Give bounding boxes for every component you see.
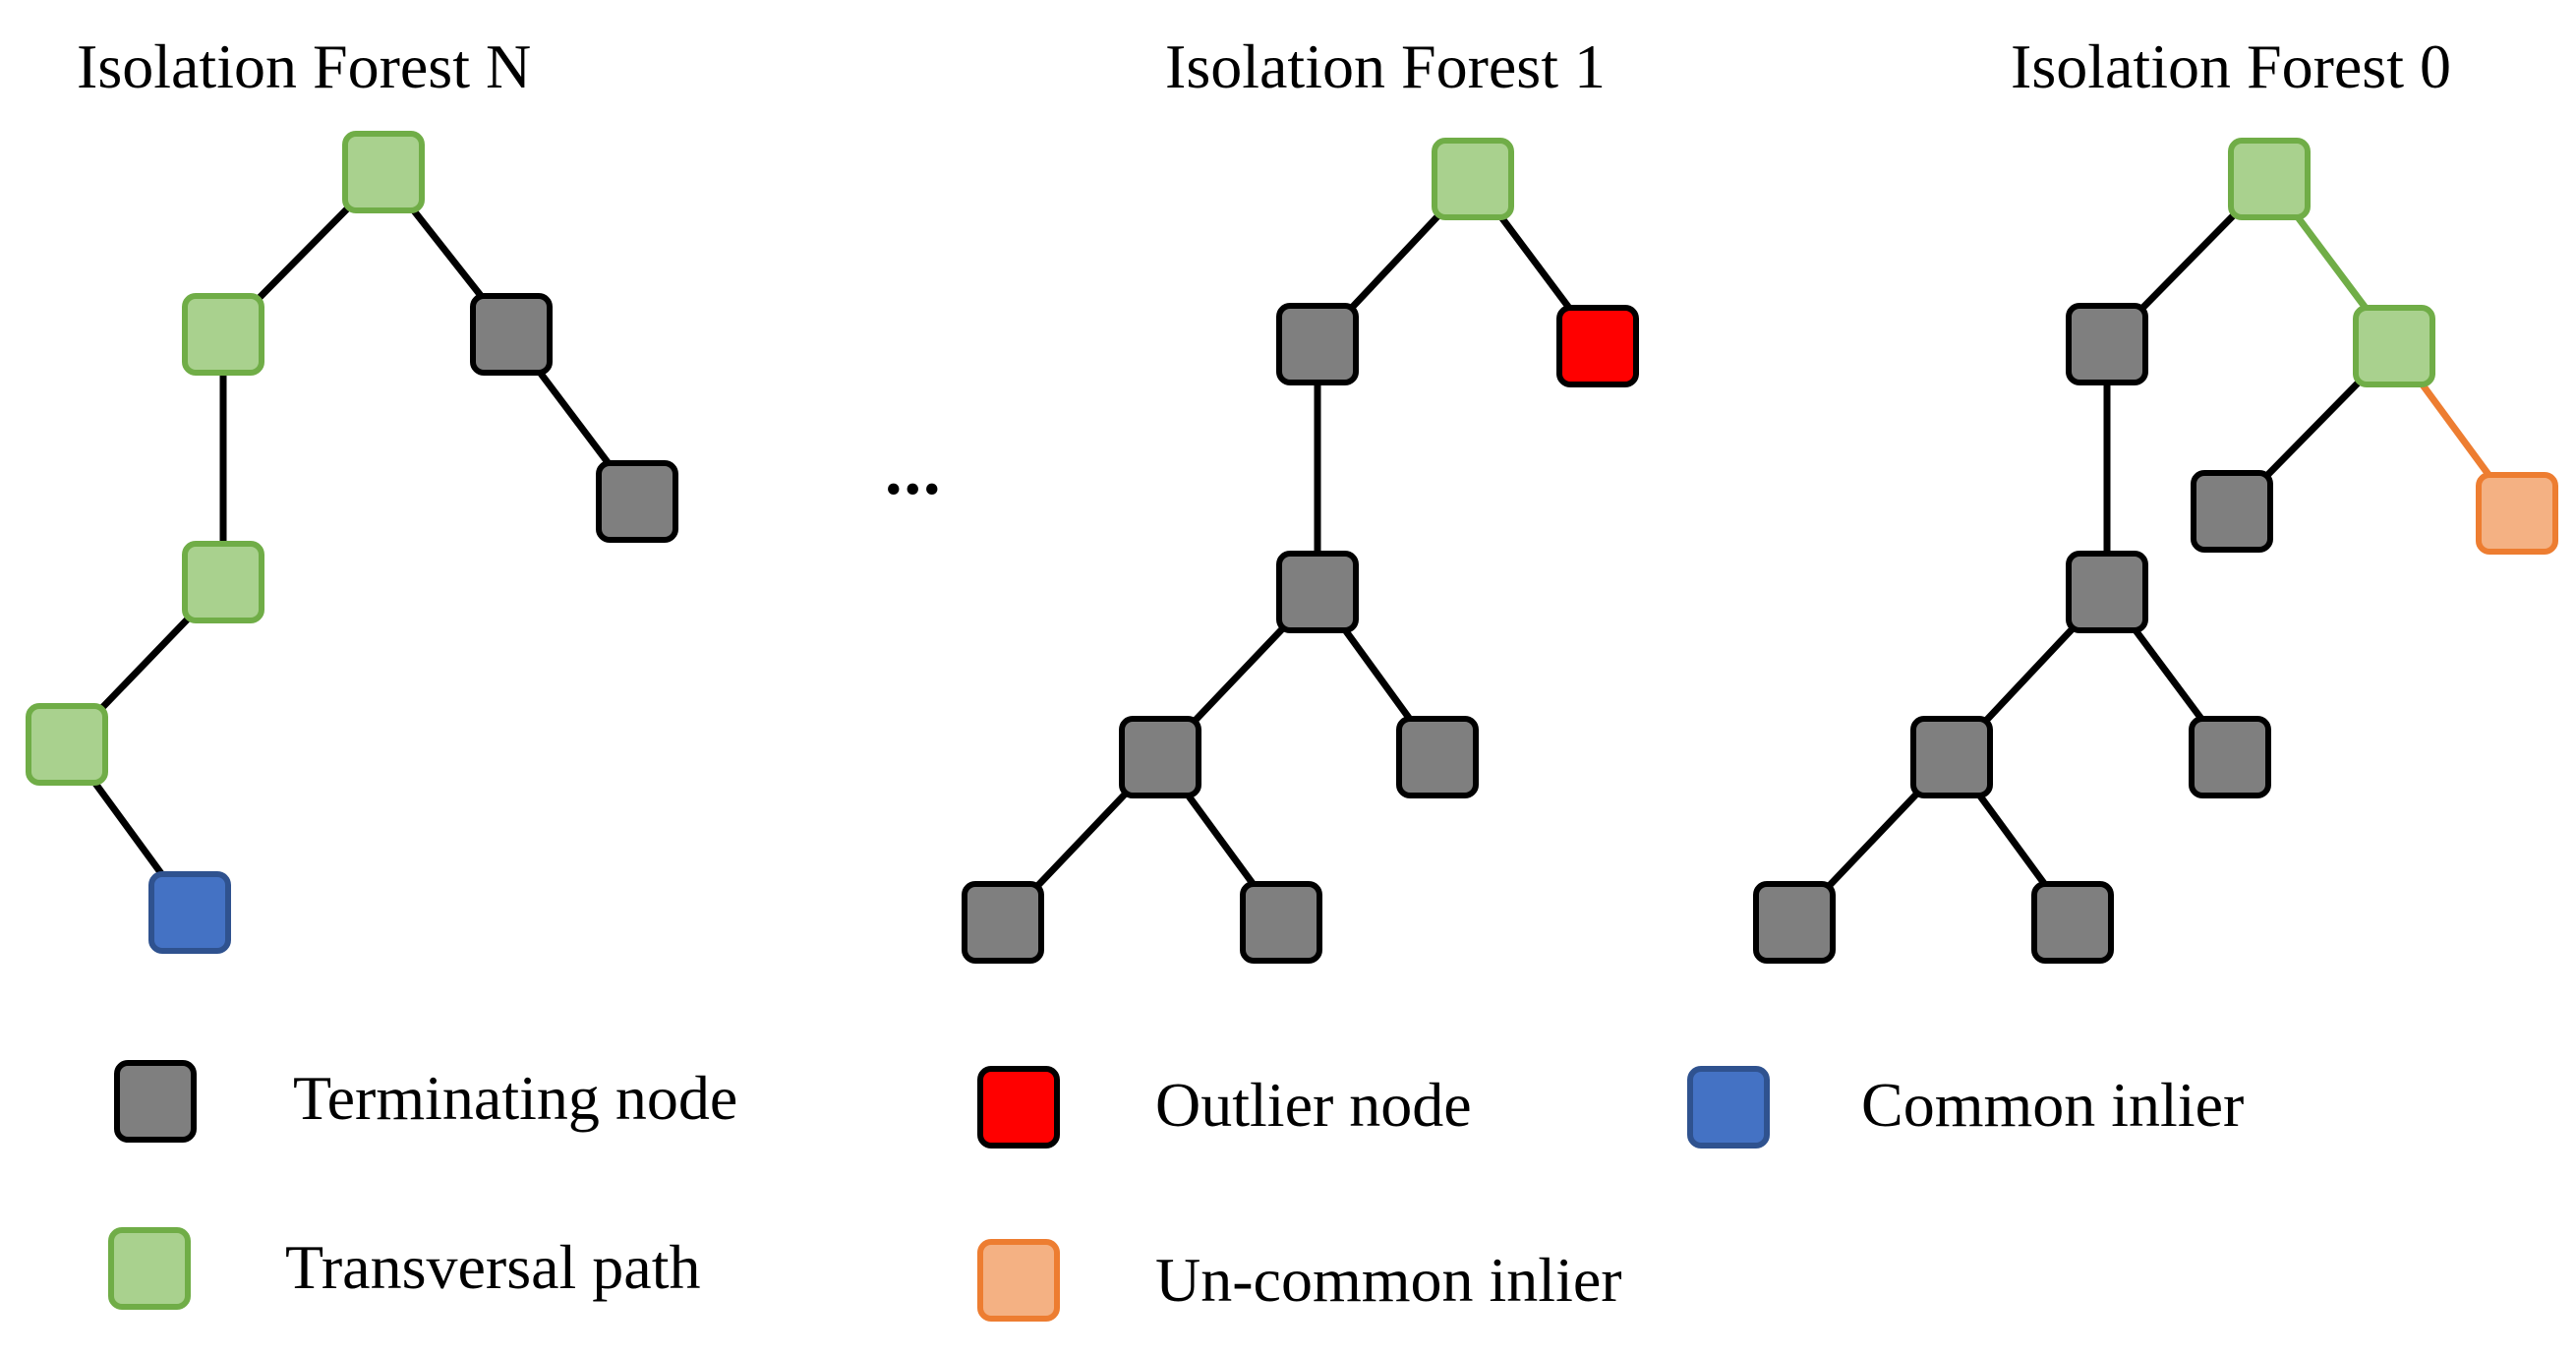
tree-edges <box>64 169 2520 925</box>
node-terminating-zD <box>2191 470 2273 553</box>
node-transversal-nA <box>342 131 425 213</box>
legend-label-transversal: Transversal path <box>285 1232 701 1302</box>
node-terminating-zB <box>2066 303 2148 385</box>
node-terminating-zH <box>2189 716 2271 798</box>
legend-swatch-outlier-lO <box>977 1066 1060 1149</box>
legend-swatch-transversal-lP <box>108 1227 191 1310</box>
title-forest-1: Isolation Forest 1 <box>1165 31 1606 101</box>
node-transversal-oA <box>1432 138 1514 220</box>
node-terminating-oF <box>1396 716 1479 798</box>
node-terminating-zG <box>1910 716 1993 798</box>
node-transversal-nB <box>182 293 264 376</box>
node-outlier-oC <box>1556 305 1639 387</box>
node-terminating-zJ <box>2031 881 2114 964</box>
legend-label-common-inlier: Common inlier <box>1861 1070 2245 1140</box>
more-forests-ellipsis: ... <box>885 434 943 509</box>
node-terminating-zF <box>2066 551 2148 633</box>
node-transversal-nF <box>26 703 108 786</box>
node-common-inlier-nG <box>148 871 231 954</box>
node-terminating-oG <box>962 881 1044 964</box>
legend-label-uncommon-inlier: Un-common inlier <box>1155 1245 1622 1315</box>
node-terminating-oB <box>1276 303 1359 385</box>
node-terminating-oD <box>1276 551 1359 633</box>
title-forest-0: Isolation Forest 0 <box>2011 31 2451 101</box>
node-terminating-oE <box>1119 716 1201 798</box>
node-transversal-zC <box>2353 305 2435 387</box>
legend-swatch-uncommon-inlier-lU <box>977 1239 1060 1322</box>
node-uncommon-inlier-zE <box>2476 472 2558 555</box>
legend-label-terminating: Terminating node <box>293 1063 738 1133</box>
node-transversal-nE <box>182 541 264 623</box>
legend-swatch-common-inlier-lC <box>1687 1066 1770 1149</box>
tree-nodes <box>26 131 2558 1322</box>
legend-label-outlier: Outlier node <box>1155 1070 1472 1140</box>
node-terminating-nD <box>596 460 678 543</box>
node-terminating-oH <box>1240 881 1322 964</box>
node-terminating-zI <box>1753 881 1836 964</box>
node-terminating-nC <box>470 293 553 376</box>
title-forest-n: Isolation Forest N <box>77 31 532 101</box>
legend-swatch-terminating-lT <box>114 1060 197 1143</box>
node-transversal-zA <box>2228 138 2311 220</box>
